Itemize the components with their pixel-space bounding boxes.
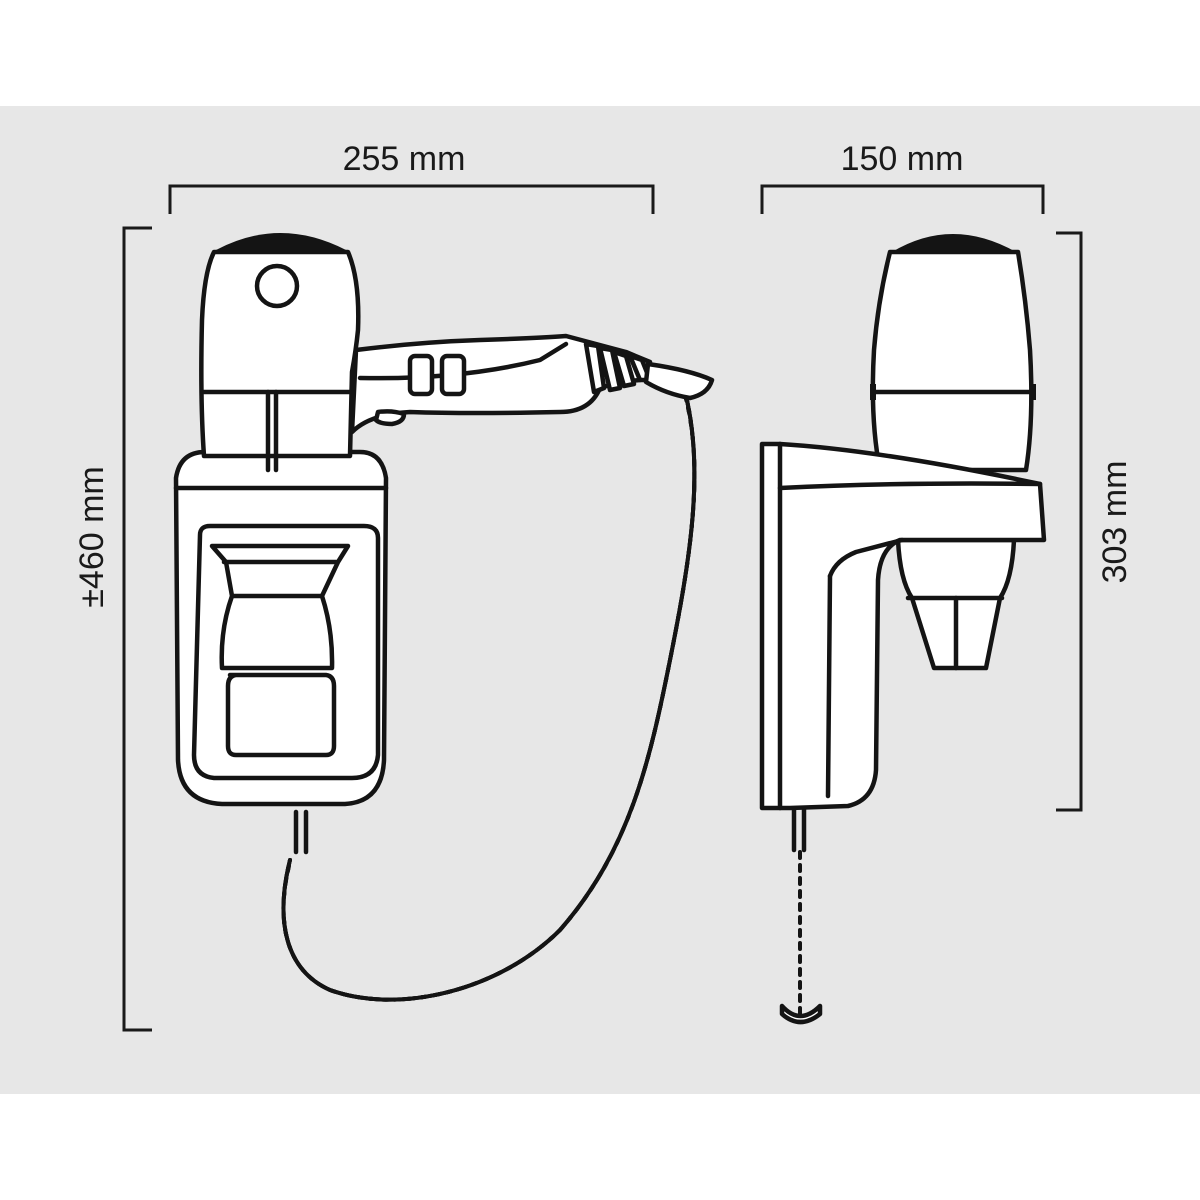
dimension-side-height: 303 mm	[1056, 231, 1134, 812]
front-width-label: 255 mm	[343, 140, 466, 178]
dimension-front-width: 255 mm	[168, 140, 655, 214]
front-holder-cup	[209, 543, 351, 671]
front-dryer-head	[199, 249, 361, 459]
side-view	[759, 234, 1047, 1025]
heat-switch	[439, 353, 467, 397]
front-holder-window	[225, 672, 337, 758]
front-holder-panel	[191, 523, 381, 781]
side-wall-bracket	[759, 441, 1047, 811]
front-coiled-cord	[281, 390, 697, 1002]
front-dryer-air-intake	[254, 263, 300, 309]
front-view	[173, 233, 715, 1002]
side-dryer-body	[870, 249, 1034, 473]
overall-height-label: ±460 mm	[73, 466, 111, 607]
side-dryer-filter-cap	[892, 234, 1016, 252]
side-depth-label: 150 mm	[841, 140, 964, 178]
side-coiled-cord	[779, 805, 823, 1025]
front-dryer-filter-cap	[216, 233, 346, 250]
speed-switch	[407, 353, 435, 397]
dimension-overall-height: ±460 mm	[73, 226, 152, 1032]
front-hair-dryer	[199, 233, 715, 473]
side-height-label: 303 mm	[1096, 461, 1134, 584]
dimension-side-depth: 150 mm	[760, 140, 1045, 214]
